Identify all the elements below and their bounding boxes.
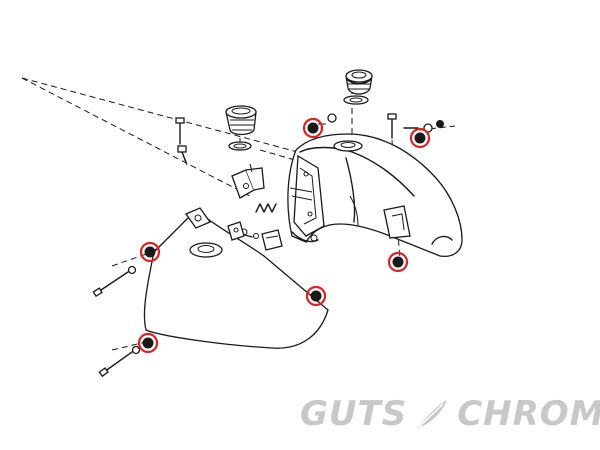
right-mount-bushing-top	[409, 127, 431, 149]
logo-text-right: CHROME	[457, 394, 600, 434]
screw-small-left	[177, 145, 188, 166]
bracket-center-lower	[227, 221, 245, 241]
front-mount-bushing	[305, 285, 327, 307]
rear-mount-bushing-top	[302, 117, 324, 139]
left-mount-bushing-upper	[139, 241, 161, 263]
brand-logo: GUTS CHROME	[300, 392, 600, 436]
left-gas-cap	[225, 105, 257, 151]
right-tank-half	[287, 133, 463, 258]
logo-text-left: GUTS	[300, 394, 408, 434]
bolt-lower-left	[92, 265, 137, 298]
small-clamp	[261, 229, 283, 251]
left-tank-half	[143, 207, 329, 349]
right-gas-cap	[343, 69, 373, 105]
bolt-bottom-left	[98, 345, 141, 378]
spring	[255, 203, 277, 213]
bolt-top-left	[175, 117, 185, 145]
highlighted-bushings	[137, 117, 431, 354]
fuel-tube	[291, 231, 319, 243]
bolt-top-right	[387, 113, 444, 139]
feather-icon	[413, 396, 451, 432]
center-mount-bracket	[231, 163, 265, 199]
right-mount-bushing-bottom	[387, 251, 409, 273]
left-mount-bushing-lower	[137, 332, 159, 354]
